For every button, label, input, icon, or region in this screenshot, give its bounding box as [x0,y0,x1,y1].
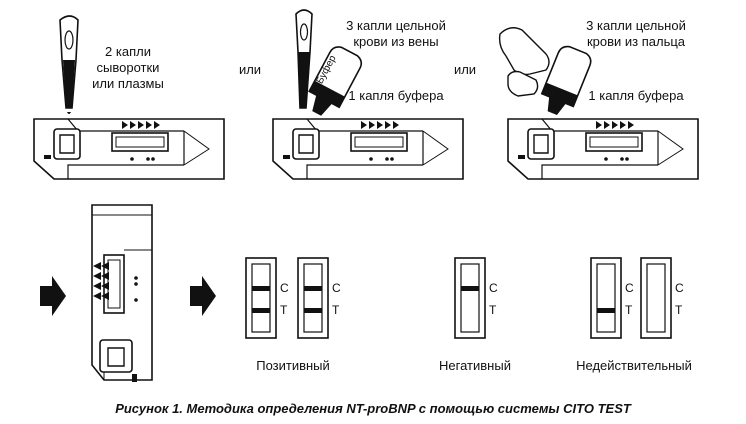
step3-blood-text: 3 капли цельной крови из пальца [566,18,706,50]
t-label: T [675,303,683,317]
pipette-icon [59,15,79,114]
step3-blood-line-1: 3 капли цельной [586,18,686,33]
c-label: C [280,281,289,295]
figure-caption: Рисунок 1. Методика определения NT-proBN… [115,401,631,416]
step1-group [33,15,225,180]
step3-group [498,27,699,180]
step2-group [272,9,464,180]
c-label: C [675,281,684,295]
invalid-strip-1 [590,257,622,339]
step1-serum-text: 2 капли сыворотки или плазмы [78,44,178,92]
step3-buffer-text: 1 капля буфера [588,88,684,103]
arrow-right-icon [40,276,66,316]
buffer-bottle-icon [540,45,592,115]
c-label: C [332,281,341,295]
negative-strip [454,257,486,339]
buffer-bottle-icon [308,46,363,116]
step2-buffer-text: 1 капля буфера [348,88,444,103]
t-label: T [332,303,340,317]
step2-blood-line-2: крови из вены [353,34,439,49]
step2-blood-line-1: 3 капли цельной [346,18,446,33]
invalid-strip-2 [640,257,672,339]
positive-label: Позитивный [256,358,330,373]
test-cassette-1 [33,118,225,180]
step3-blood-line-2: крови из пальца [586,34,686,49]
test-cassette-3 [507,118,699,180]
c-label: C [625,281,634,295]
pipette-icon [295,9,313,109]
or-label-1: или [238,62,262,77]
positive-strip-2 [297,257,329,339]
hand-icon [498,27,550,97]
positive-strip-1 [245,257,277,339]
step1-serum-line-3: или плазмы [92,76,164,91]
negative-label: Негативный [439,358,511,373]
invalid-label: Недействительный [576,358,692,373]
t-label: T [489,303,497,317]
step1-serum-line-2: сыворотки [96,60,160,75]
t-label: T [625,303,633,317]
step1-serum-line-1: 2 капли [105,44,151,59]
c-label: C [489,281,498,295]
vertical-cassette [91,204,153,382]
step2-blood-text: 3 капли цельной крови из вены [326,18,466,50]
t-label: T [280,303,288,317]
or-label-2: или [453,62,477,77]
arrow-right-icon [190,276,216,316]
test-cassette-2 [272,118,464,180]
